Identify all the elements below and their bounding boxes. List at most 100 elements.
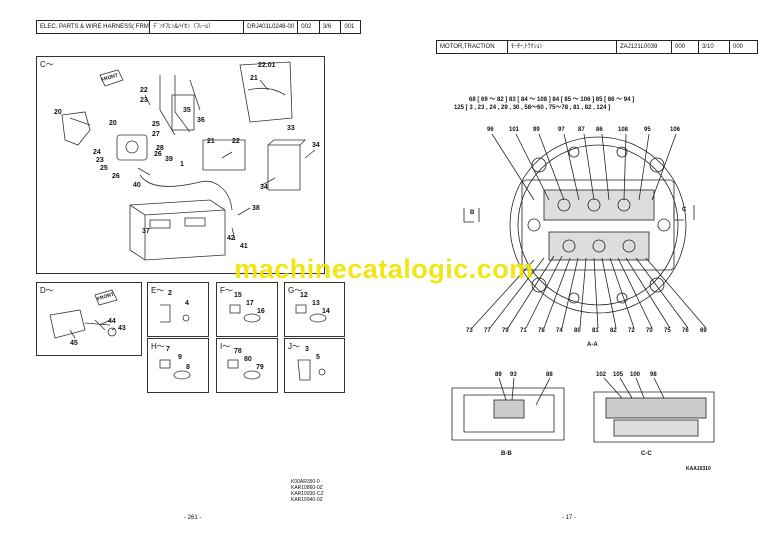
header-rev: 002: [298, 21, 320, 33]
callout-cc-105: 105: [613, 372, 624, 378]
callout-21b: 21: [207, 138, 215, 145]
callout-bb-89: 89: [495, 372, 502, 378]
callout-34a: 34: [312, 142, 320, 149]
callout-43: 43: [118, 325, 126, 332]
callout-13: 13: [312, 300, 320, 307]
watermark-text: machinecatalogic.com: [234, 254, 534, 284]
callout-top-95: 95: [644, 127, 651, 133]
header-code: ZAJ121L0039: [617, 41, 672, 53]
legend-line-1: 68 [ 69 ～ 82 ] 83 [ 84 ～ 108 ] 84 [ 85 ～…: [469, 97, 635, 103]
callout-15: 15: [234, 292, 242, 299]
right-header: MOTOR,TRACTION ﾓｰﾀｰ,ﾄﾗｸｼｮﾝ ZAJ121L0039 0…: [436, 40, 758, 54]
section-f-frame: [216, 282, 278, 337]
section-g-label: G～: [288, 286, 303, 295]
battery-drawing: [129, 199, 226, 261]
callout-bottom-73: 73: [466, 328, 473, 334]
section-j-frame: [284, 338, 345, 393]
callout-5: 5: [316, 354, 320, 361]
header-code: DRJ401L0248-00: [244, 21, 299, 33]
section-c-frame: [36, 56, 325, 274]
callout-bottom-71: 71: [520, 328, 527, 334]
callout-bb-88: 88: [546, 372, 553, 378]
callout-42: 42: [227, 235, 235, 242]
section-h-frame: [147, 338, 209, 393]
callout-22b: 22: [232, 138, 240, 145]
page-number-right: - 17 -: [562, 515, 577, 521]
callout-top-101: 101: [509, 127, 520, 133]
callout-24: 24: [93, 149, 101, 156]
callout-cc-98: 98: [650, 372, 657, 378]
callout-22-01: 22.01: [258, 62, 276, 69]
cc-section-view: [593, 391, 715, 443]
page-number-left: - 261 -: [184, 515, 202, 521]
section-c-marker: C: [682, 207, 687, 213]
callout-1: 1: [180, 161, 184, 168]
callout-12: 12: [300, 292, 308, 299]
callout-28: 28: [156, 145, 164, 152]
view-aa-label: A-A: [587, 342, 598, 348]
callout-top-97: 97: [558, 127, 565, 133]
callout-25b: 25: [100, 165, 108, 172]
callout-78: 78: [234, 348, 242, 355]
callout-7: 7: [166, 346, 170, 353]
callout-39: 39: [165, 156, 173, 163]
callout-23: 23: [140, 97, 148, 104]
callout-14: 14: [322, 308, 330, 315]
header-title: ELEC. PARTS & WIRE HARNESS( FRM): [37, 21, 151, 33]
callout-23b: 23: [96, 157, 104, 164]
section-i-frame: [216, 338, 278, 393]
callout-38: 38: [252, 205, 260, 212]
view-cc-label: C-C: [641, 451, 652, 457]
callout-26: 26: [154, 151, 162, 158]
cover-plate-drawing: [239, 61, 293, 123]
view-bb-label: B-B: [501, 451, 512, 457]
callout-bottom-74: 74: [556, 328, 563, 334]
model-code: K00AR350-0: [291, 479, 320, 485]
callout-17: 17: [246, 300, 254, 307]
callout-top-106: 106: [670, 127, 681, 133]
drawing-code: KAA10310: [686, 466, 711, 472]
callout-20a: 20: [54, 109, 62, 116]
callout-22: 22: [140, 87, 148, 94]
callout-bottom-81: 81: [592, 328, 599, 334]
section-c-label: C～: [40, 60, 54, 69]
motor-drawing: [451, 133, 715, 443]
callout-bottom-76: 76: [682, 328, 689, 334]
box-drawing: [202, 139, 246, 171]
callout-2: 2: [168, 290, 172, 297]
section-d-label: D～: [40, 286, 54, 295]
callout-21: 21: [250, 75, 258, 82]
callout-36: 36: [197, 117, 205, 124]
callout-79: 79: [256, 364, 264, 371]
header-index: 001: [344, 24, 355, 30]
bb-section-view: [451, 387, 565, 441]
left-parts-drawing: [49, 61, 327, 381]
callout-16: 16: [257, 308, 265, 315]
section-d-frame: [36, 282, 142, 356]
model-code: KAR10930-CZ: [291, 491, 324, 497]
section-g-frame: [284, 282, 345, 337]
callout-34b: 34: [260, 184, 268, 191]
legend-line-2: 125 [ 3 , 23 , 24 , 29 , 30 , 58～60 , 75…: [454, 105, 611, 111]
callout-top-99: 99: [533, 127, 540, 133]
callout-4: 4: [185, 300, 189, 307]
callout-top-87: 87: [578, 127, 585, 133]
section-f-label: F～: [220, 286, 233, 295]
callout-bottom-82: 82: [610, 328, 617, 334]
model-code: KAR10860-0Z: [291, 485, 323, 491]
callout-9: 9: [178, 354, 182, 361]
header-title: MOTOR,TRACTION: [437, 41, 508, 53]
header-index: 000: [733, 44, 744, 50]
callout-bottom-69: 69: [700, 328, 707, 334]
callout-bottom-75: 75: [664, 328, 671, 334]
section-j-label: J～: [288, 342, 300, 351]
callout-cc-100: 100: [630, 372, 641, 378]
callout-top-96: 96: [487, 127, 494, 133]
callout-top-108: 108: [618, 127, 629, 133]
section-i-label: I～: [220, 342, 231, 351]
model-code: KAR10940-0Z: [291, 497, 323, 503]
callout-bottom-80: 80: [574, 328, 581, 334]
callout-26b: 26: [112, 173, 120, 180]
section-b-marker: B: [470, 210, 475, 216]
model-codes: K00AR350-0 KAR10860-0Z KAR10930-CZ KAR10…: [291, 479, 324, 503]
